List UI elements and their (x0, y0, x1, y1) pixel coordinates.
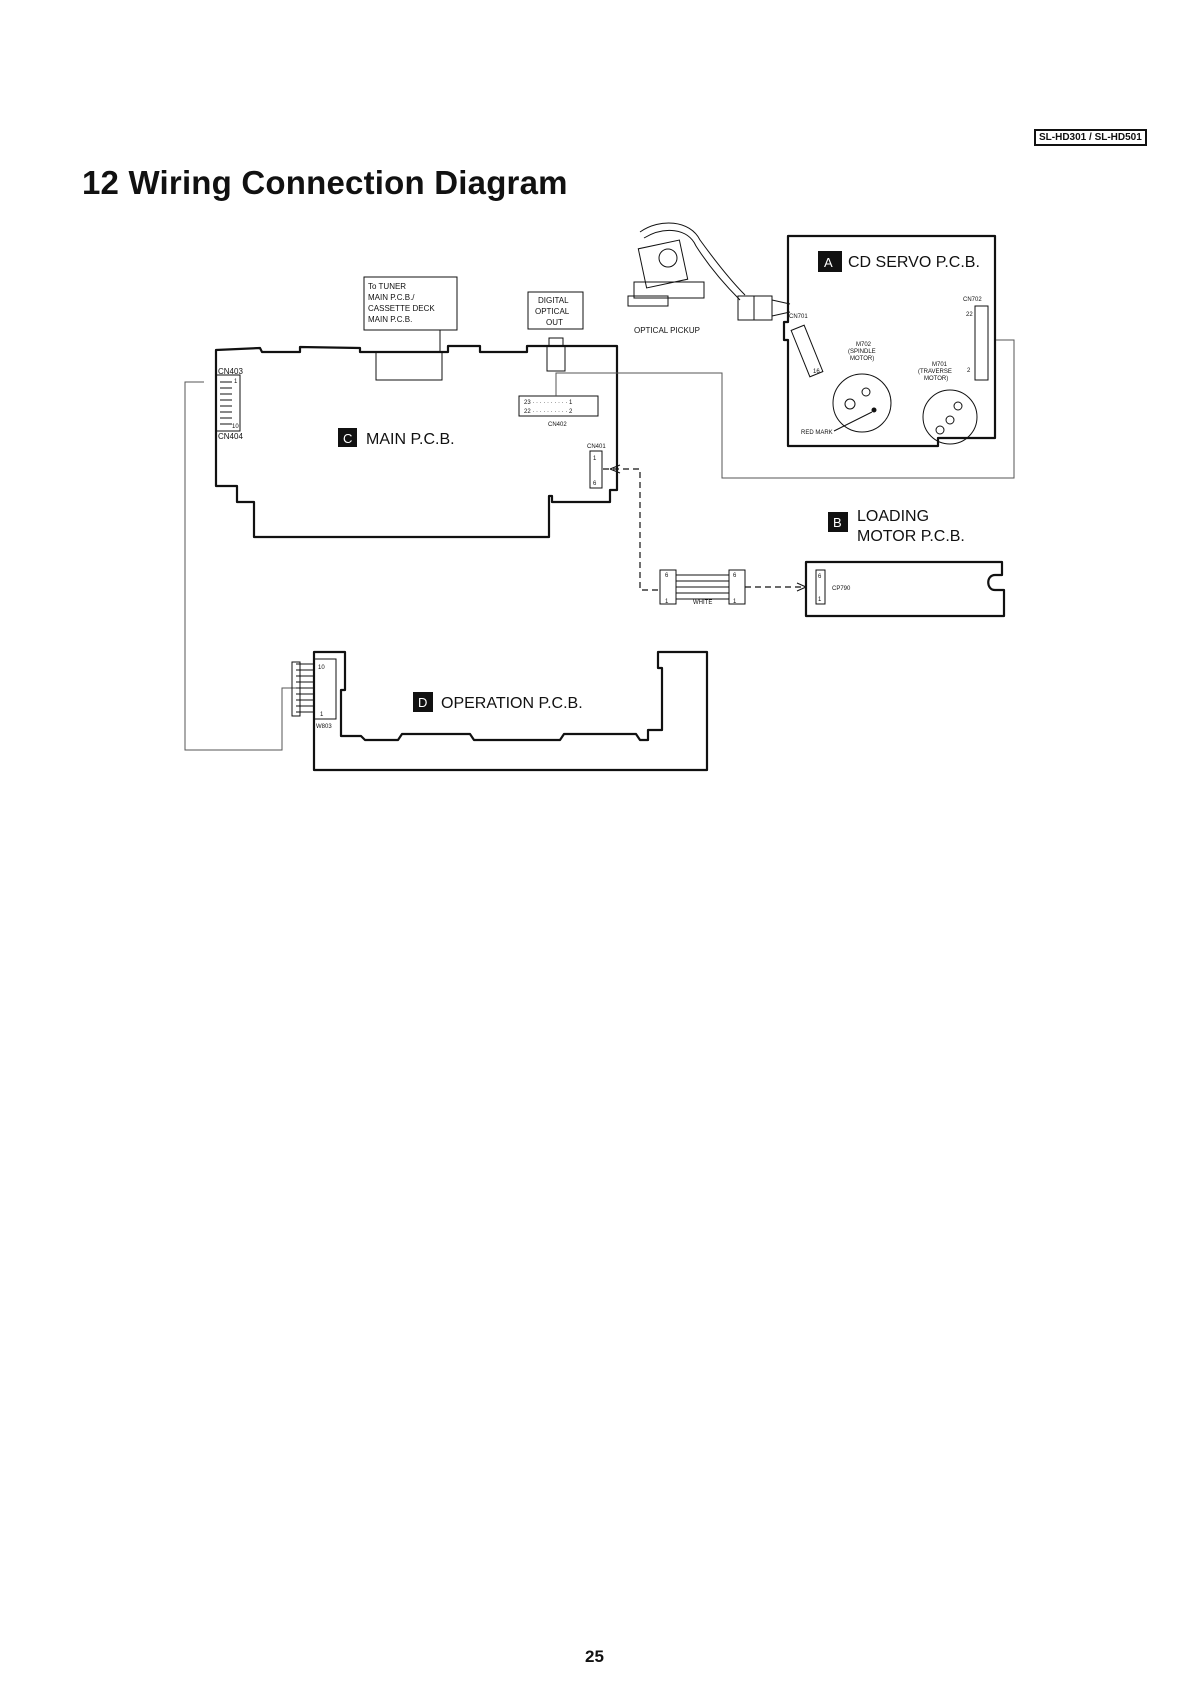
svg-text:CASSETTE DECK: CASSETTE DECK (368, 304, 435, 313)
cn402-pins-top: 23 · · · · · · · · · · 1 (524, 400, 573, 406)
cn401-pin-1: 1 (593, 456, 597, 462)
cd-servo-letter: A (824, 255, 833, 270)
red-mark-label: RED MARK (801, 430, 833, 436)
cn401-to-cp790-harness: 6 1 6 1 WHITE (603, 464, 807, 606)
operation-pcb-badge (413, 692, 433, 712)
svg-text:MAIN P.C.B./: MAIN P.C.B./ (368, 293, 415, 302)
m702-line3: MOTOR) (850, 356, 874, 362)
spindle-motor (832, 373, 892, 433)
cn403-label: CN403 (218, 367, 243, 376)
operation-pcb-label: OPERATION P.C.B. (441, 695, 583, 712)
white-wire-label: WHITE (693, 600, 712, 606)
traverse-motor (922, 389, 978, 445)
cn403-connector (215, 374, 241, 432)
digital-optical-callout: DIGITAL OPTICAL OUT (527, 291, 584, 330)
cn402-to-cn702-wire (555, 339, 1015, 479)
cn401-label: CN401 (587, 444, 606, 450)
cn403-pin-10: 10 (232, 424, 239, 430)
loading-motor-label-line2: MOTOR P.C.B. (857, 528, 965, 545)
cn702-connector (974, 305, 989, 381)
cn402-connector (518, 395, 599, 417)
svg-text:6: 6 (665, 573, 669, 579)
cn404-to-w803-wire (184, 381, 296, 751)
operation-pcb: 10 1 W803 D OPERATION P.C.B. (291, 650, 709, 772)
cn401-connector (589, 450, 603, 489)
tuner-connector-outline (375, 351, 443, 381)
loading-motor-letter: B (833, 515, 842, 530)
cp790-connector (815, 569, 826, 605)
loading-motor-badge (828, 512, 848, 532)
optical-out-jack (546, 345, 566, 372)
cp790-label: CP790 (832, 586, 851, 592)
cn702-pin-22: 22 (966, 312, 973, 318)
loading-motor-label-line1: LOADING (857, 508, 929, 525)
m701-line3: MOTOR) (924, 376, 948, 382)
svg-text:MAIN P.C.B.: MAIN P.C.B. (368, 315, 412, 324)
cn403-pin-1: 1 (234, 379, 238, 385)
w803-pin-1: 1 (320, 712, 324, 718)
tuner-callout: To TUNER MAIN P.C.B./ CASSETTE DECK MAIN… (363, 276, 458, 352)
optical-pickup-label: OPTICAL PICKUP (634, 326, 700, 335)
cd-servo-badge (818, 251, 842, 272)
svg-text:6: 6 (733, 573, 737, 579)
w803-pin-10: 10 (318, 665, 325, 671)
cn404-label: CN404 (218, 432, 243, 441)
page-title: 12 Wiring Connection Diagram (82, 164, 568, 201)
cn402-pins-bottom: 22 · · · · · · · · · · 2 (524, 409, 573, 415)
cn702-pin-2: 2 (967, 368, 971, 374)
cp790-pin-6: 6 (818, 574, 822, 580)
svg-text:OUT: OUT (546, 318, 563, 327)
cn701-pin-16: 16 (813, 369, 820, 375)
cn702-label: CN702 (963, 297, 982, 303)
cn401-pin-6: 6 (593, 481, 597, 487)
page-number: 25 (585, 1647, 604, 1666)
w803-pins (291, 661, 314, 717)
cn403-pins (220, 381, 232, 425)
optical-pickup: OPTICAL PICKUP (627, 222, 791, 335)
svg-text:To TUNER: To TUNER (368, 282, 406, 291)
w803-label: W803 (316, 724, 332, 730)
main-pcb: 1 10 CN403 CN404 23 · · · · · · · · · · … (214, 337, 619, 539)
cn402-label: CN402 (548, 422, 567, 428)
m702-line2: (SPINDLE (848, 349, 876, 355)
main-pcb-label: MAIN P.C.B. (366, 431, 455, 448)
main-pcb-letter: C (343, 431, 352, 446)
cn701-connector (790, 324, 824, 378)
model-number-tag: SL-HD301 / SL-HD501 (1034, 129, 1147, 146)
m701-line1: M701 (932, 362, 948, 368)
m702-line1: M702 (856, 342, 872, 348)
m701-line2: (TRAVERSE (918, 369, 952, 375)
cn701-label: CN701 (789, 314, 808, 320)
w803-connector (313, 658, 337, 720)
loading-motor-pcb: B LOADING MOTOR P.C.B. 6 1 CP790 (804, 508, 1006, 618)
operation-pcb-letter: D (418, 695, 427, 710)
svg-text:1: 1 (665, 599, 669, 605)
svg-text:OPTICAL: OPTICAL (535, 307, 570, 316)
cd-servo-label: CD SERVO P.C.B. (848, 254, 980, 271)
cd-servo-pcb: A CD SERVO P.C.B. CN701 16 CN702 22 2 M7… (782, 234, 997, 448)
cp790-pin-1: 1 (818, 597, 822, 603)
main-pcb-badge (338, 428, 357, 447)
svg-text:DIGITAL: DIGITAL (538, 296, 569, 305)
svg-text:1: 1 (733, 599, 737, 605)
